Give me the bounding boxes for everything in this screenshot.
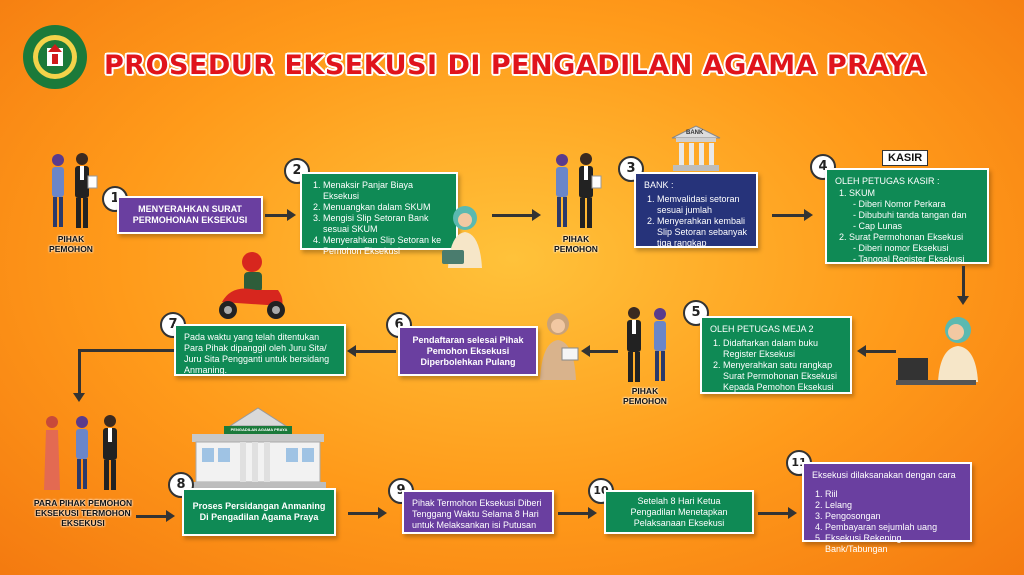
step-6-text: Pendaftaran selesai Pihak Pemohon Ekseku… [412, 334, 524, 367]
arrow-5-6 [590, 350, 618, 353]
arrow-pihak-8-head [166, 510, 175, 522]
arrow-4-5-head [957, 296, 969, 305]
step-2-item: Menuangkan dalam SKUM [323, 202, 448, 213]
arrow-3-4-head [804, 209, 813, 221]
pihak-pemohon-label-2: PIHAK PEMOHON [554, 234, 598, 254]
arrow-6-7 [356, 350, 396, 353]
step-3-number: 3 [618, 156, 644, 182]
court-logo [22, 24, 88, 90]
reception-woman-figure [532, 310, 584, 380]
page-title: PROSEDUR EKSEKUSI DI PENGADILAN AGAMA PR… [104, 50, 927, 81]
step-3-box: BANK : Memvalidasi setoran sesuai jumlah… [634, 172, 758, 248]
step-2-number: 2 [284, 158, 310, 184]
arrow-5-6-head [581, 345, 590, 357]
arrow-7-left [78, 349, 174, 352]
step-5-item: Didaftarkan dalam buku Register Eksekusi [723, 338, 842, 360]
step-2-item: Mengisi Slip Setoran Bank sesuai SKUM [323, 213, 448, 235]
bank-sign: BANK [686, 130, 704, 136]
step-2-item: Menaksir Panjar Biaya Eksekusi [323, 180, 448, 202]
arrow-clerk-5 [866, 350, 896, 353]
arrow-1-2-head [287, 209, 296, 221]
arrow-8-9-head [378, 507, 387, 519]
step-10-text: Setelah 8 Hari Ketua Pengadilan Menetapk… [630, 495, 728, 528]
step-4-g1-item: Cap Lunas [853, 221, 979, 232]
step-7-text: Pada waktu yang telah ditentukan Para Pi… [184, 332, 330, 375]
motorcycle-courier-icon [212, 250, 292, 322]
arrow-3-4 [772, 214, 804, 217]
step-11-item: Eksekusi Rekening Bank/Tabungan [825, 533, 962, 555]
clerk-woman-figure [438, 204, 492, 268]
pihak-pemohon-figures-2 [546, 150, 606, 230]
step-5-heading: OLEH PETUGAS MEJA 2 [710, 324, 814, 334]
step-9-text: Pihak Termohon Eksekusi Diberi Tenggang … [412, 498, 542, 530]
step-11-item: Riil [825, 489, 962, 500]
step-3-item: Menyerahkan kembali Slip Setoran sebanya… [657, 216, 748, 249]
step-10-box: Setelah 8 Hari Ketua Pengadilan Menetapk… [604, 490, 754, 534]
arrow-7-down-head [73, 393, 85, 402]
kasir-sign: KASIR [882, 150, 929, 166]
arrow-pihak-8 [136, 515, 166, 518]
step-2-item: Menyerahkan Slip Setoran ke Pemohon Ekse… [323, 235, 448, 257]
step-5-item: Menyerahkan satu rangkap Surat Permohona… [723, 360, 842, 393]
pihak-pemohon-label-3: PIHAK PEMOHON [623, 386, 667, 406]
step-4-heading: OLEH PETUGAS KASIR : [835, 176, 940, 186]
arrow-7-down [78, 349, 81, 393]
step-7-box: Pada waktu yang telah ditentukan Para Pi… [174, 324, 346, 376]
step-4-box: OLEH PETUGAS KASIR : 1. SKUM Diberi Nomo… [825, 168, 989, 264]
step-3-heading: BANK : [644, 180, 674, 190]
step-2-box: Menaksir Panjar Biaya Eksekusi Menuangka… [300, 172, 458, 256]
step-11-box: Eksekusi dilaksanakan dengan cara Riil L… [802, 462, 972, 554]
arrow-2-3-head [532, 209, 541, 221]
step-11-heading: Eksekusi dilaksanakan dengan cara [812, 470, 956, 480]
arrow-10-11-head [788, 507, 797, 519]
arrow-1-2 [265, 214, 287, 217]
step-6-number: 6 [386, 312, 412, 338]
arrow-2-3 [492, 214, 532, 217]
step-1-text: MENYERAHKAN SURAT PERMOHONAN EKSEKUSI [132, 204, 248, 225]
bank-building-icon [670, 124, 722, 172]
step-6-box: Pendaftaran selesai Pihak Pemohon Ekseku… [398, 326, 538, 376]
step-5-box: OLEH PETUGAS MEJA 2 Didaftarkan dalam bu… [700, 316, 852, 394]
step-4-group-1: 1. SKUM [839, 188, 876, 198]
court-building-icon [190, 404, 326, 488]
desk-clerk-figure [896, 312, 986, 394]
step-4-g2-item: Diberi nomor Eksekusi [853, 243, 979, 254]
step-8-text: Proses Persidangan Anmaning Di Pengadila… [192, 501, 326, 522]
step-4-g1-item: Dibubuhi tanda tangan dan [853, 210, 979, 221]
arrow-9-10-head [588, 507, 597, 519]
arrow-10-11 [758, 512, 788, 515]
step-4-group-2: 2. Surat Permohonan Eksekusi [839, 232, 964, 242]
arrow-6-7-head [347, 345, 356, 357]
para-pihak-label: PARA PIHAK PEMOHON EKSEKUSI TERMOHON EKS… [33, 498, 133, 528]
arrow-clerk-5-head [857, 345, 866, 357]
para-pihak-figures [38, 412, 128, 492]
step-11-item: Pembayaran sejumlah uang [825, 522, 962, 533]
pihak-pemohon-figures-1 [42, 150, 102, 230]
step-4-g1-item: Diberi Nomor Perkara [853, 199, 979, 210]
arrow-4-5 [962, 266, 965, 298]
step-11-item: Lelang [825, 500, 962, 511]
pihak-pemohon-figures-3 [618, 304, 678, 384]
step-4-g2-item: Tanggal Register Eksekusi [853, 254, 979, 265]
step-9-box: Pihak Termohon Eksekusi Diberi Tenggang … [402, 490, 554, 534]
arrow-8-9 [348, 512, 378, 515]
court-building-sign: PENGADILAN AGAMA PRAYA [230, 427, 288, 432]
step-3-item: Memvalidasi setoran sesuai jumlah [657, 194, 748, 216]
pihak-pemohon-label-1: PIHAK PEMOHON [49, 234, 93, 254]
step-11-item: Pengosongan [825, 511, 962, 522]
step-1-box: MENYERAHKAN SURAT PERMOHONAN EKSEKUSI [117, 196, 263, 234]
step-8-box: Proses Persidangan Anmaning Di Pengadila… [182, 488, 336, 536]
arrow-9-10 [558, 512, 588, 515]
